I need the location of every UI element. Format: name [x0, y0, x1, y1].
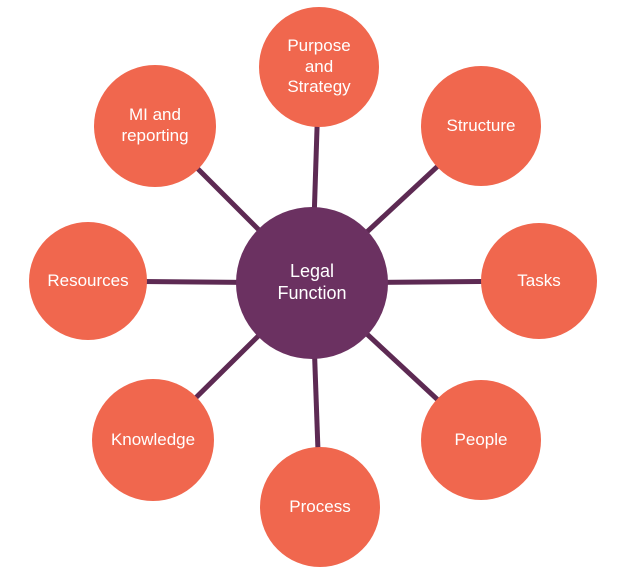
- node-label: Process: [289, 496, 351, 516]
- node-label: Purpose and Strategy: [287, 35, 351, 97]
- node-mi-and-reporting: MI and reporting: [94, 65, 216, 187]
- node-structure: Structure: [421, 66, 541, 186]
- node-purpose-and-strategy: Purpose and Strategy: [259, 7, 379, 127]
- node-process: Process: [260, 447, 380, 567]
- node-label: Tasks: [517, 270, 561, 290]
- node-tasks: Tasks: [481, 223, 597, 339]
- node-label: People: [454, 429, 508, 449]
- hub-label: Legal Function: [277, 261, 347, 303]
- node-label: MI and reporting: [121, 105, 189, 145]
- node-label: Resources: [47, 270, 129, 290]
- node-people: People: [421, 380, 541, 500]
- node-knowledge: Knowledge: [92, 379, 214, 501]
- node-label: Structure: [446, 115, 516, 135]
- hub-node-legal-function: Legal Function: [236, 207, 388, 359]
- node-label: Knowledge: [110, 429, 196, 449]
- node-resources: Resources: [29, 222, 147, 340]
